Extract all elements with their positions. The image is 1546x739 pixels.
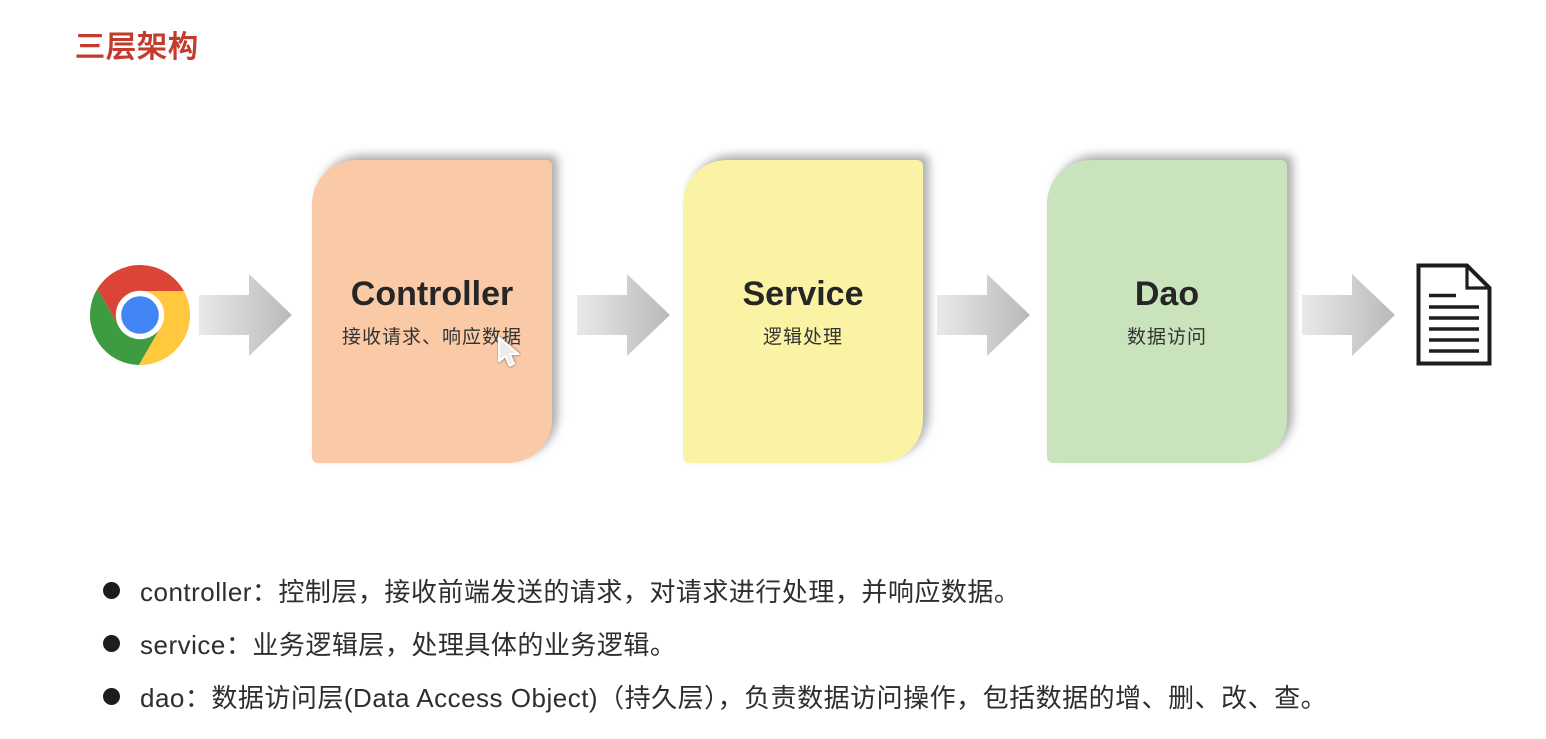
list-item: service：业务逻辑层，处理具体的业务逻辑。: [103, 626, 1327, 660]
notes-list: controller：控制层，接收前端发送的请求，对请求进行处理，并响应数据。 …: [103, 573, 1327, 732]
chrome-red-segment: [97, 265, 184, 327]
layer-description: 数据访问: [1126, 327, 1207, 349]
note-text-service: service：业务逻辑层，处理具体的业务逻辑。: [140, 629, 677, 660]
note-text-dao: dao：数据访问层(Data Access Object)（持久层），负责数据访…: [140, 682, 1328, 713]
document-icon: [1415, 262, 1493, 367]
layer-box-dao: Dao 数据访问: [1047, 160, 1287, 463]
chrome-blue-center: [121, 296, 159, 334]
list-item: controller：控制层，接收前端发送的请求，对请求进行处理，并响应数据。: [103, 573, 1327, 607]
bullet-dot: [103, 687, 120, 705]
layer-description: 接收请求、响应数据: [341, 327, 522, 349]
flow-arrow-icon: [199, 274, 292, 356]
flow-arrow-icon: [937, 274, 1030, 356]
flow-arrow-icon: [577, 274, 670, 356]
list-item: dao：数据访问层(Data Access Object)（持久层），负责数据访…: [103, 679, 1327, 713]
flow-arrow-icon: [1302, 274, 1395, 356]
layer-name: Dao: [1134, 274, 1200, 313]
note-text-controller: controller：控制层，接收前端发送的请求，对请求进行处理，并响应数据。: [140, 576, 1021, 607]
chrome-green-segment: [90, 289, 161, 365]
mouse-cursor-icon: [497, 336, 521, 368]
layer-name: Controller: [350, 274, 514, 313]
bullet-dot: [103, 634, 120, 652]
bullet-dot: [103, 581, 120, 599]
chrome-yellow-segment: [138, 291, 190, 365]
page-title: 三层架构: [75, 31, 199, 64]
layer-box-controller: Controller 接收请求、响应数据: [312, 160, 552, 463]
layer-box-service: Service 逻辑处理: [683, 160, 923, 463]
chrome-browser-icon: [90, 265, 190, 365]
layer-name: Service: [742, 274, 864, 313]
layer-description: 逻辑处理: [762, 327, 843, 349]
